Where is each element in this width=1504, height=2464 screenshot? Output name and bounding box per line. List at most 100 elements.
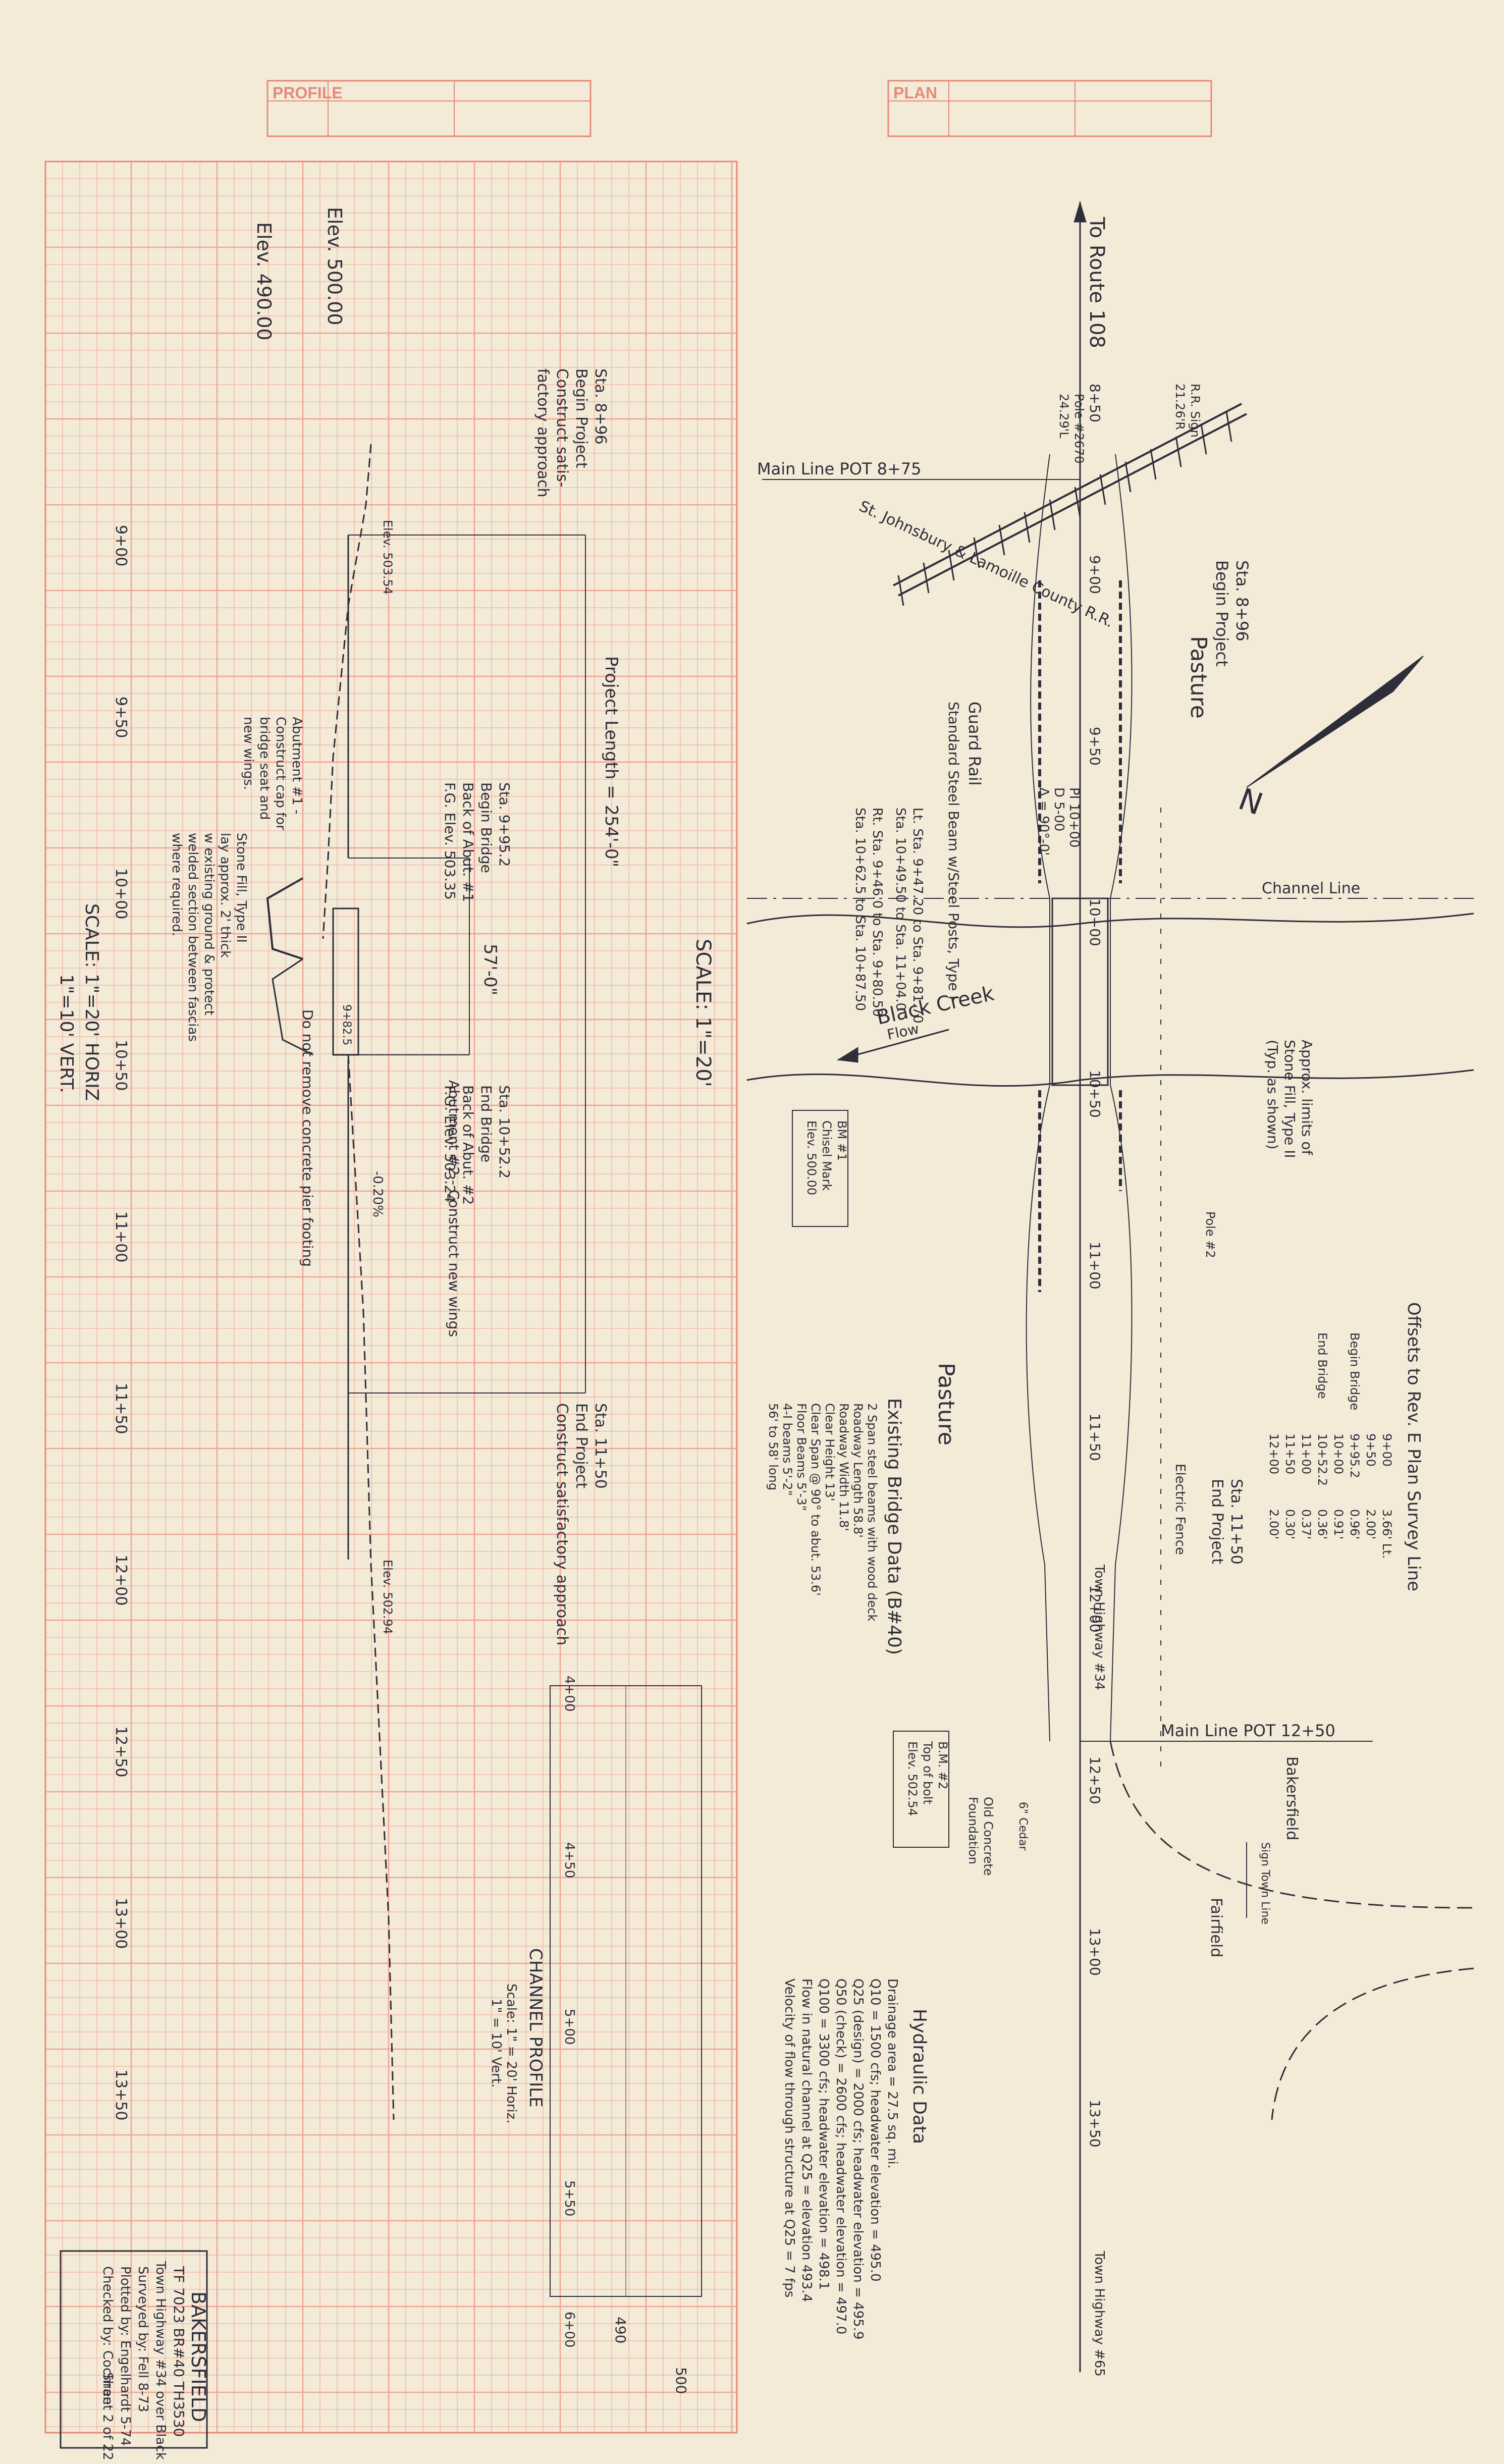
road-edge-right — [1110, 454, 1133, 1742]
profile-begin-bridge: Sta. 9+95.2 Begin Bridge Back of Abut. #… — [442, 782, 513, 902]
pole-2: Pole #2 — [1203, 1211, 1217, 1258]
offset-value: 2.00' — [1267, 1509, 1281, 1539]
plan-station: 10+00 — [1087, 898, 1103, 946]
guard-rail-note: Guard Rail Standard Steel Beam w/Steel P… — [945, 702, 984, 1000]
title-plotted: Plotted by: Engelhardt 5-74 — [118, 2266, 133, 2446]
profile-elevations: Elev. 500.00 Elev. 490.00 — [253, 207, 346, 341]
profile-pt-label: 9+82.5 — [340, 1004, 353, 1045]
profile-stone-fill: Stone Fill, Type II lay approx. 2' thick… — [169, 833, 249, 1042]
plan-begin-project: Sta. 8+96 Begin Project — [1212, 560, 1252, 667]
profile-station-labels: 9+009+5010+0010+5011+0011+5012+0012+5013… — [112, 525, 130, 2120]
svg-text:Sta. 11+50: Sta. 11+50 — [1227, 1479, 1245, 1565]
approx-limits-note: Approx. limits of Stone Fill, Type II (T… — [1264, 1040, 1315, 1158]
svg-text:F.G. Elev. 503.35: F.G. Elev. 503.35 — [442, 782, 458, 900]
svg-text:Guard Rail: Guard Rail — [965, 702, 984, 786]
elev-490: Elev. 490.00 — [253, 222, 275, 341]
svg-text:Stone Fill, Type II: Stone Fill, Type II — [234, 833, 249, 943]
channel-sta-2: 4+50 — [562, 1842, 577, 1878]
rr-sign: R.R. Sign — [1188, 384, 1202, 438]
svg-text:Begin Project: Begin Project — [1212, 560, 1231, 667]
offset-station: 11+50 — [1283, 1433, 1297, 1474]
offset-value: 2.00' — [1364, 1509, 1378, 1539]
svg-text:Begin Bridge: Begin Bridge — [478, 782, 495, 873]
profile-station: 13+00 — [112, 1898, 130, 1949]
offset-station: 10+52.2 — [1315, 1433, 1329, 1486]
title-location: Town Highway #34 over Black Creek — [153, 2261, 168, 2464]
channel-sta-1: 4+00 — [562, 1676, 577, 1711]
hydraulic-line: Velocity of flow through structure at Q2… — [782, 1978, 797, 2297]
svg-text:Foundation: Foundation — [966, 1797, 980, 1864]
bm2-box: B.M. #2 Top of bolt Elev. 502.54 — [893, 1731, 950, 1848]
svg-text:Begin Project: Begin Project — [572, 368, 590, 468]
svg-text:Standard Steel Beam w/Steel Po: Standard Steel Beam w/Steel Posts, Type … — [945, 702, 962, 1000]
plan-station: 11+00 — [1087, 1242, 1103, 1290]
existing-bridge-line: Roadway Length 58.8' — [851, 1403, 865, 1538]
svg-text:Back of Abut. #1: Back of Abut. #1 — [460, 782, 476, 902]
profile-abutment-2: Abutment #2 - Construct new wings — [446, 1080, 462, 1337]
title-block: BAKERSFIELD TF 7023 BR#40 TH3530 Town Hi… — [60, 2250, 209, 2464]
north-road-arrow — [1073, 201, 1087, 223]
plan-end-project: Sta. 11+50 End Project — [1208, 1479, 1245, 1565]
svg-text:Back of Abut. #2: Back of Abut. #2 — [460, 1085, 476, 1205]
offset-label: End Bridge — [1315, 1332, 1329, 1399]
svg-text:Sta. 9+95.2: Sta. 9+95.2 — [496, 782, 513, 867]
svg-text:Construct satisfactory approac: Construct satisfactory approach — [553, 1403, 571, 1645]
side-road-curve-2 — [1271, 1967, 1474, 2120]
svg-text:Construct satis-: Construct satis- — [553, 368, 571, 487]
svg-text:lay approx. 2' thick: lay approx. 2' thick — [218, 833, 233, 958]
svg-text:Approx. limits of: Approx. limits of — [1299, 1040, 1315, 1155]
channel-sta-3: 5+00 — [562, 2009, 577, 2045]
svg-text:Δ = 90°-0': Δ = 90°-0' — [1036, 787, 1051, 855]
profile-lines — [266, 444, 586, 2120]
svg-text:End Project: End Project — [572, 1403, 590, 1488]
existing-bridge-line: 56' to 58' long — [766, 1403, 780, 1490]
profile-station: 13+50 — [112, 2069, 130, 2120]
offset-value: 0.30' — [1283, 1509, 1297, 1539]
svg-text:new wings.: new wings. — [241, 717, 256, 790]
svg-text:Abutment #1 -: Abutment #1 - — [289, 717, 304, 814]
svg-text:End Project: End Project — [1208, 1479, 1226, 1564]
side-road-curve — [1109, 1741, 1474, 1909]
profile-plan-scale: SCALE: 1"=20' — [691, 939, 715, 1087]
profile-grid-border — [44, 160, 738, 2434]
profile-elev-1: Elev. 503.54 — [381, 520, 395, 595]
offsets-table: Offsets to Rev. E Plan Survey Line 9+003… — [1267, 1302, 1424, 1591]
hydraulic-line: Q25 (design) = 2000 cfs; headwater eleva… — [850, 1978, 866, 2339]
svg-text:Chisel Mark: Chisel Mark — [820, 1120, 834, 1191]
profile-station: 9+50 — [112, 697, 130, 738]
offset-station: 9+00 — [1380, 1433, 1394, 1467]
pasture-north: Pasture — [1186, 636, 1211, 719]
bridge-deck-profile — [332, 907, 359, 1056]
svg-text:Sta. 8+96: Sta. 8+96 — [592, 368, 609, 445]
guard-rail-stations: Lt. Sta. 9+47.20 to Sta. 9+81.70 Sta. 10… — [852, 808, 925, 1024]
channel-profile-title: CHANNEL PROFILE — [525, 1948, 546, 2108]
main-line-pot-1: Main Line POT 8+75 — [757, 459, 922, 478]
profile-begin-project: Sta. 8+96 Begin Project Construct satis-… — [534, 368, 609, 498]
plan-station: 13+50 — [1087, 2100, 1103, 2148]
svg-text:End Bridge: End Bridge — [478, 1085, 495, 1162]
offset-value: 0.37' — [1299, 1509, 1313, 1539]
offset-station: 9+50 — [1364, 1433, 1378, 1467]
title-checked: Checked by: Cochran — [100, 2266, 115, 2405]
railroad-track-1 — [893, 403, 1242, 586]
title-sheet: Sheet 2 of 22 — [100, 2372, 115, 2460]
abutment-2-shape — [272, 958, 313, 1056]
plan-station: 9+50 — [1087, 727, 1103, 766]
title-surveyed: Surveyed by: Fell 8-73 — [135, 2266, 150, 2412]
svg-text:welded section between fascias: welded section between fascias — [185, 833, 200, 1042]
svg-text:Elev. 502.54: Elev. 502.54 — [905, 1741, 920, 1816]
svg-text:PI 10+00: PI 10+00 — [1066, 787, 1082, 848]
svg-text:Elev. 500.00: Elev. 500.00 — [804, 1120, 819, 1195]
hydraulic-line: Q50 (check) = 2600 cfs; headwater elevat… — [833, 1978, 848, 2334]
plan-station-labels: 8+509+009+5010+0010+5011+0011+5012+0012+… — [1087, 384, 1103, 2148]
offset-station: 11+00 — [1299, 1433, 1313, 1474]
offset-value: 0.36' — [1315, 1509, 1329, 1539]
profile-header-box: PROFILE — [266, 80, 592, 137]
span-length: 57'-0" — [480, 944, 500, 995]
offsets-title: Offsets to Rev. E Plan Survey Line — [1404, 1302, 1424, 1591]
offset-station: 10+00 — [1331, 1433, 1346, 1474]
existing-bridge-line: 2 Span steel beams with wood deck — [865, 1403, 879, 1621]
offset-station: 12+00 — [1267, 1433, 1281, 1474]
railroad-track-2 — [898, 413, 1247, 597]
